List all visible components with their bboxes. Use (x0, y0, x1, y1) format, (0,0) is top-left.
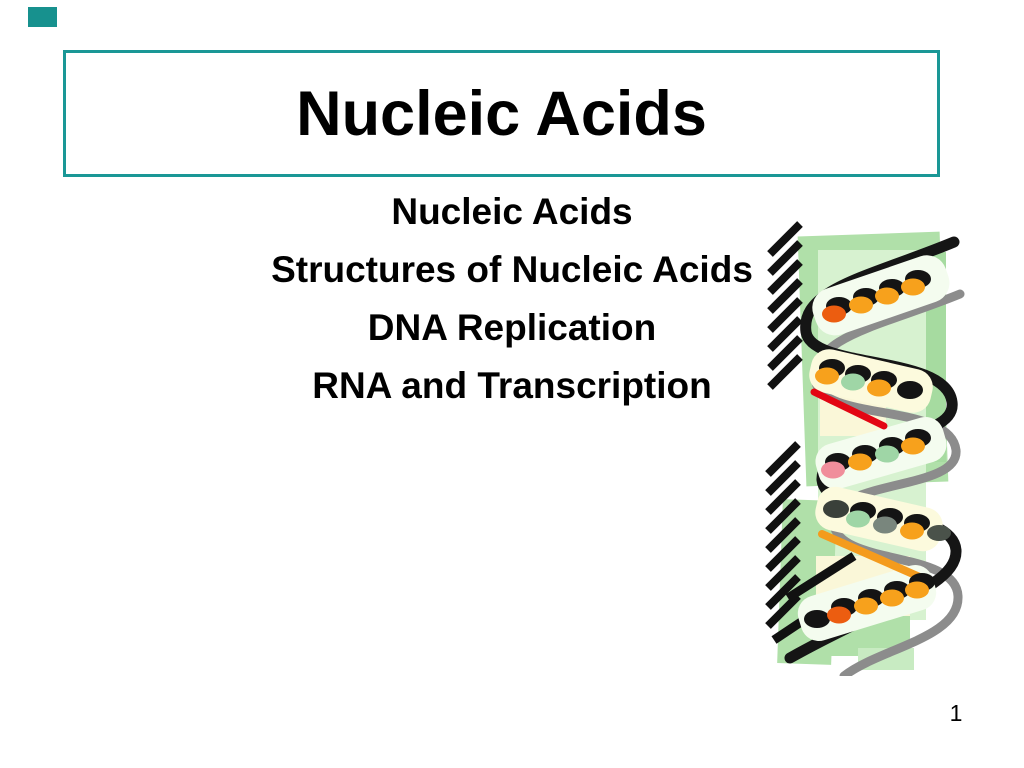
bead-row-5 (804, 573, 935, 628)
slide-title: Nucleic Acids (296, 78, 707, 149)
outline-item: DNA Replication (367, 307, 657, 348)
outline-item: RNA and Transcription (312, 365, 712, 406)
page-number: 1 (949, 700, 963, 726)
red-accent-bar (810, 388, 888, 430)
orange-accent-bar (818, 530, 926, 582)
accent-bars (810, 388, 926, 582)
dna-helix-svg (765, 221, 965, 676)
outline-item: Structures of Nucleic Acids (271, 249, 753, 290)
dna-helix-illustration (762, 206, 1022, 676)
bead-row-3 (821, 429, 931, 479)
slide-title-box: Nucleic Acids (63, 50, 940, 177)
slide-outline-list: Nucleic Acids Structures of Nucleic Acid… (0, 183, 1024, 415)
corner-accent-rectangle (28, 7, 57, 27)
outline-item: Nucleic Acids (391, 191, 633, 232)
bead-row-2 (815, 359, 923, 399)
bead-row-4 (823, 500, 951, 541)
bead-row-1 (822, 270, 931, 323)
